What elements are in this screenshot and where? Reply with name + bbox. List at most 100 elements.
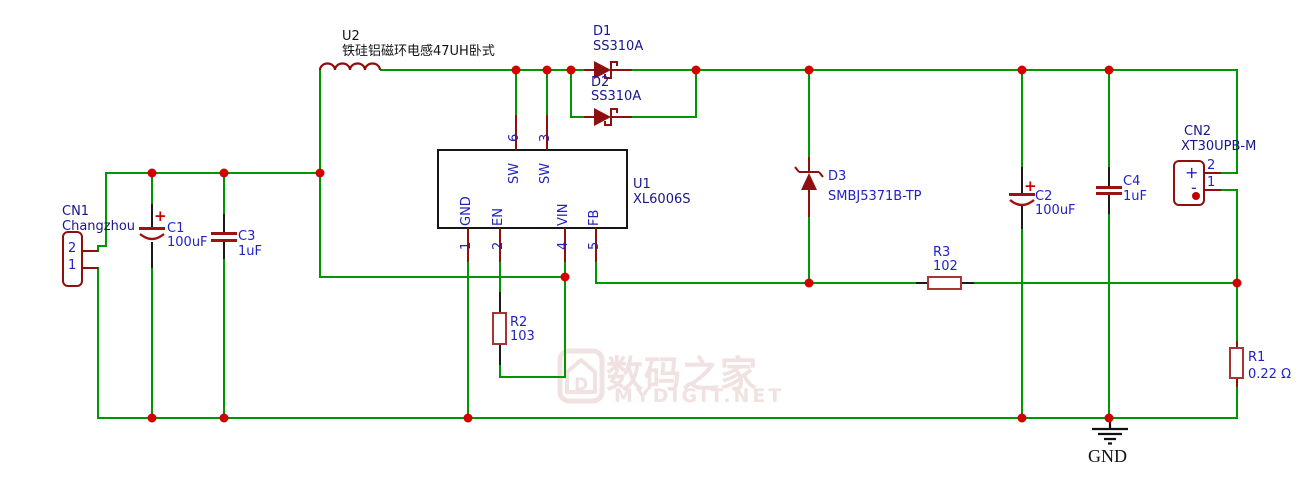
cn1-pin2-number: 2 [68,241,77,256]
wire-d3-upper [808,70,810,160]
wire-d3-lower [808,216,810,284]
u1-pin5-number: 5 [587,241,602,250]
junction-dot [804,278,814,288]
u1-pin1-name: GND [459,196,474,226]
u1-pin6-name: SW [507,162,522,184]
c1-lead-top [151,204,153,228]
junction-dot [1232,278,1242,288]
junction-dot [566,65,576,75]
c3-ref-label: C3 [238,229,256,244]
u1-ref-label: U1 [633,177,651,192]
wire-sw3-up [546,70,548,116]
watermark-letter: D [574,375,588,395]
wire-en-lower [499,364,501,378]
c4-lead-bottom [1108,194,1110,214]
cn2-ref-label: CN2 [1184,124,1212,139]
d1-ref-label: D1 [593,24,612,39]
c1-polarity-mark: + [154,207,167,225]
wire-fb-line-left [596,282,918,284]
c3-plate-top [211,232,237,235]
wire-c2-upper [1021,70,1023,167]
junction-dot [1017,413,1027,423]
wire-d2-drop [570,70,572,117]
u1-pin6-stub [515,115,517,150]
wire-c1-upper [151,172,153,204]
wire-en-upper [499,261,501,293]
wire-top-rail-right [631,69,1238,71]
cn1-connector-body [62,231,83,287]
wire-d2-right [631,116,697,118]
u1-pin5-stub [595,228,597,262]
junction-dot [147,168,157,178]
r1-lead-top [1236,341,1238,349]
r3-lead-right [960,282,974,284]
u1-pin4-stub [564,228,566,262]
u1-pin1-number: 1 [459,241,474,250]
wire-cn1-pin1-drop [97,267,99,419]
watermark-site: MYDIGIT.NET [614,385,785,407]
d3-tvs-diode-symbol [794,157,824,217]
wire-cn2-pin2-riser [1236,69,1238,174]
r3-value-label: 102 [933,259,958,274]
u2-ref-label: U2 [342,29,360,44]
wire-r1-lower [1236,386,1238,418]
cn2-pin1-stub [1204,189,1221,191]
wire-r1-upper [1236,283,1238,343]
wire-d2-left [570,116,586,118]
r1-lead-bottom [1236,377,1238,387]
wire-c3-lower [223,258,225,418]
wire-r2-loop [499,376,566,378]
wire-vin-line [319,276,566,278]
wire-vin-col [564,261,566,378]
c2-plate-top [1009,193,1035,196]
c1-plate-curved [139,233,165,241]
wire-c1-lower [151,267,153,418]
r3-ref-label: R3 [933,245,951,260]
r2-ref-label: R2 [510,315,528,330]
junction-dot [1017,65,1027,75]
wire-c4-lower [1108,213,1110,418]
r1-ref-label: R1 [1248,350,1266,365]
c1-plate-top [139,227,165,230]
inductor-symbol [318,62,382,71]
c2-lead-top [1021,167,1023,194]
wire-input-line [105,172,321,174]
r2-lead-top [499,292,501,313]
cn2-pin1-dot [1192,192,1200,200]
c2-value-label: 100uF [1035,203,1076,218]
junction-dot [542,65,552,75]
u1-pin3-name: SW [538,162,553,184]
r2-value-label: 103 [510,329,535,344]
u1-pin4-name: VIN [556,203,571,226]
wire-c2-lower [1021,228,1023,418]
c2-ref-label: C2 [1035,189,1053,204]
junction-dot [315,168,325,178]
d3-part-label: SMBJ5371B-TP [828,189,922,204]
cn1-pin2-stub [82,250,98,252]
u1-pin6-number: 6 [507,133,522,142]
wire-sw6-up [515,70,517,116]
ground-symbol [1092,417,1128,445]
r3-resistor-body [927,276,962,290]
cn1-pin1-stub [82,267,98,269]
c1-value-label: 100uF [167,235,208,250]
c3-plate-bottom [211,239,237,242]
junction-dot [463,413,473,423]
u1-pin4-number: 4 [556,241,571,250]
u1-pin5-name: FB [587,209,602,226]
wire-bottom-rail [97,417,1238,419]
wire-cn1-jog-h [97,245,107,247]
wire-c3-upper [223,172,225,214]
watermark-title: 数码之家 [606,353,758,396]
wire-fb-drop [595,261,597,284]
c2-lead-bottom [1021,204,1023,229]
wire-cn2-pin2-link [1220,172,1238,174]
wire-cn2-pin1-drop [1236,189,1238,284]
d1-schottky-diode-symbol [584,61,632,79]
junction-dot [560,272,570,282]
wire-fb-line-right [973,282,1238,284]
r2-lead-bottom [499,344,501,365]
cn1-pin1-number: 1 [68,258,77,273]
c4-lead-top [1108,167,1110,187]
junction-dot [691,65,701,75]
